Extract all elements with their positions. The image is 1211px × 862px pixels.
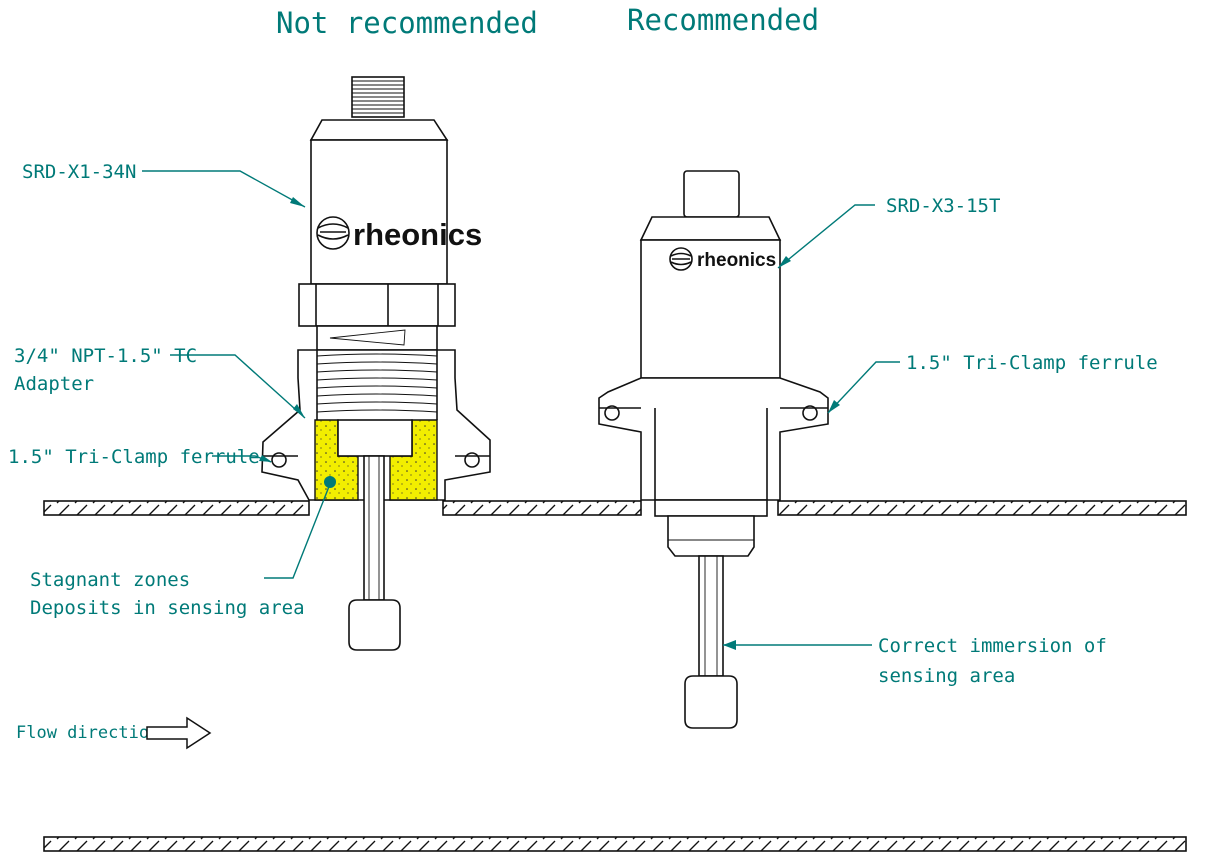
flow-arrow-icon — [146, 716, 212, 750]
label-adapter-line1: 3/4" NPT-1.5" TC — [14, 345, 197, 367]
left-brand-text: rheonics — [353, 217, 482, 252]
label-immersion-line2: sensing area — [878, 665, 1015, 687]
label-immersion-line1: Correct immersion of — [878, 635, 1107, 657]
leader-lines — [142, 170, 900, 650]
left-sensor-drawing: rheonics — [261, 76, 491, 651]
label-left-sensor: SRD-X1-34N — [22, 161, 136, 183]
label-flow-direction: Flow direction — [16, 723, 159, 743]
label-left-ferrule: 1.5" Tri-Clamp ferrule — [8, 446, 260, 468]
label-adapter-line2: Adapter — [14, 373, 94, 395]
right-sensor-drawing: rheonics — [598, 170, 829, 729]
label-right-sensor: SRD-X3-15T — [886, 195, 1000, 217]
label-stagnant-line2: Deposits in sensing area — [30, 597, 305, 619]
label-stagnant-line1: Stagnant zones — [30, 569, 190, 591]
heading-not-recommended: Not recommended — [276, 6, 538, 40]
pipe-top-wall — [43, 500, 1187, 516]
right-brand-text: rheonics — [697, 250, 776, 271]
rheonics-logo-icon-small — [669, 247, 693, 271]
label-right-ferrule: 1.5" Tri-Clamp ferrule — [906, 352, 1158, 374]
pipe-bottom-wall — [43, 836, 1187, 852]
heading-recommended: Recommended — [627, 3, 819, 37]
rheonics-logo-icon — [316, 216, 350, 250]
